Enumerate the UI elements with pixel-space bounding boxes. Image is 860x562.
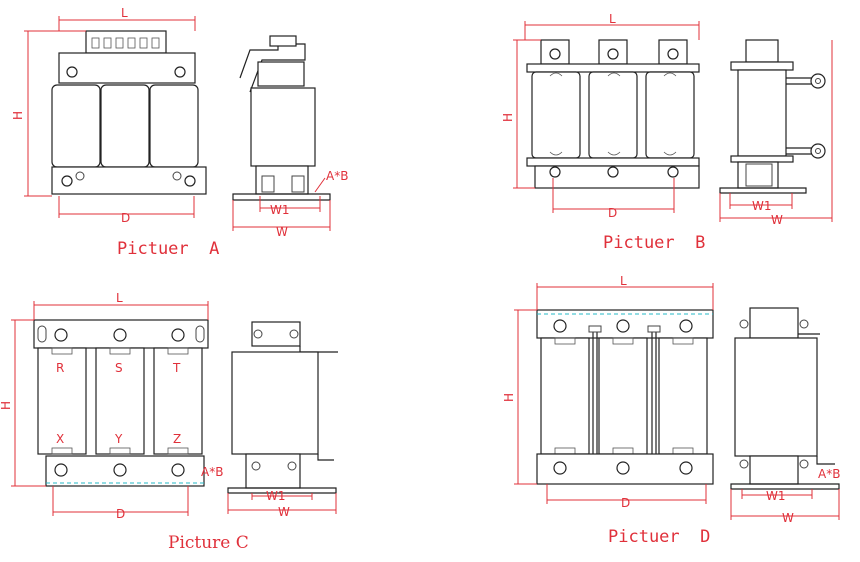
picture-a-dim-w: W: [276, 225, 288, 239]
picture-d-dim-h: H: [502, 393, 516, 402]
picture-b-dim-h: H: [501, 113, 515, 122]
terminal-label-x: X: [56, 432, 64, 446]
picture-a-dim-w1: W1: [270, 203, 290, 217]
picture-c-front-view: [33, 319, 209, 487]
terminal-label-r: R: [56, 361, 64, 375]
picture-c: R S T X Y Z L H D: [0, 291, 338, 553]
terminal-label-y: Y: [114, 432, 123, 446]
picture-c-dim-h: H: [0, 401, 13, 410]
picture-c-dim-w: W: [278, 505, 290, 519]
picture-d-dim-l: L: [620, 274, 627, 288]
picture-a-side-view: [232, 35, 331, 201]
picture-d-dim-w: W: [782, 511, 794, 525]
picture-b-dim-w: W: [771, 213, 783, 227]
picture-d-side-view: [730, 307, 840, 490]
picture-b-dimensions: [513, 21, 833, 222]
picture-d-dim-ab: A*B: [818, 467, 840, 481]
picture-c-dim-l: L: [116, 291, 123, 305]
picture-a-dim-ab: A*B: [326, 169, 348, 183]
picture-d-dimensions: [514, 283, 840, 520]
picture-a-front-view: [51, 30, 207, 195]
picture-b-dim-d: D: [608, 206, 617, 220]
picture-c-dimensions: [11, 301, 337, 516]
picture-b-dim-w1: W1: [752, 199, 772, 213]
picture-c-caption: Picture C: [168, 533, 249, 553]
picture-d-dim-w1: W1: [766, 489, 786, 503]
picture-d-caption: Pictuer D: [608, 527, 710, 547]
picture-a-dim-l: L: [121, 6, 128, 20]
picture-a-dim-h: H: [11, 111, 25, 120]
terminal-label-t: T: [172, 361, 181, 375]
picture-c-dim-ab: A*B: [201, 465, 223, 479]
picture-d: L H D W1 W A*B Pictuer D: [502, 274, 840, 547]
picture-d-dim-d: D: [621, 496, 630, 510]
picture-c-dim-w1: W1: [266, 489, 286, 503]
picture-b-front-view: [526, 39, 700, 189]
picture-b-side-view: [719, 39, 826, 194]
picture-a-caption: Pictuer A: [117, 239, 219, 259]
picture-b: L H D W1 W Pictuer B: [501, 12, 833, 253]
picture-a-dimensions: [24, 16, 331, 231]
picture-a: L H D W1 W A*B Pictuer A: [11, 6, 348, 259]
picture-a-dim-d: D: [121, 211, 130, 225]
picture-b-dim-l: L: [609, 12, 616, 26]
picture-d-front-view: [536, 309, 714, 485]
picture-b-caption: Pictuer B: [603, 233, 705, 253]
terminal-label-s: S: [115, 361, 123, 375]
picture-c-side-view: [227, 321, 338, 494]
terminal-label-z: Z: [173, 432, 181, 446]
picture-c-dim-d: D: [116, 507, 125, 521]
